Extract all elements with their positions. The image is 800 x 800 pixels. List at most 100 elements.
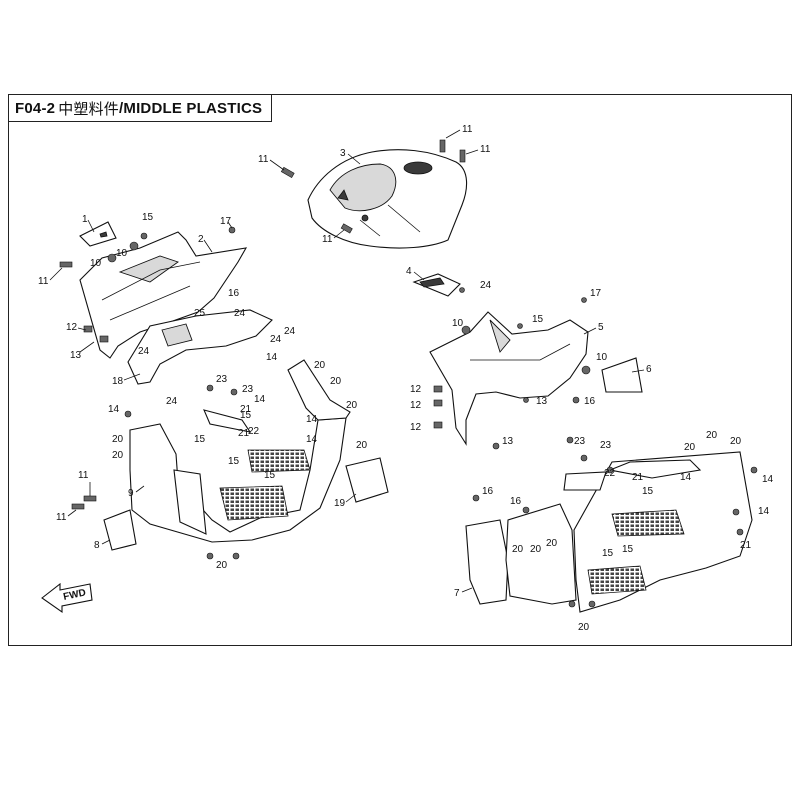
callout-20-a: 20 (314, 360, 326, 371)
callout-14-e: 14 (306, 434, 318, 445)
callout-20-i: 20 (706, 430, 718, 441)
callout-12-left: 12 (66, 322, 78, 333)
fwd-label: FWD (62, 587, 87, 602)
callout-15-b: 15 (532, 314, 544, 325)
callout-19: 19 (334, 498, 346, 509)
callout-23-a: 23 (216, 374, 228, 385)
callout-4: 4 (406, 266, 412, 277)
callout-20-m: 20 (546, 538, 558, 549)
callout-11-g: 11 (56, 512, 67, 523)
callout-18: 18 (112, 376, 124, 387)
part-10-grommet-left-2 (129, 241, 139, 251)
callout-12-r2: 12 (410, 400, 422, 411)
callout-14-h: 14 (758, 506, 770, 517)
part-8-plate (103, 509, 137, 551)
part-10-grommet-right (581, 365, 591, 375)
callout-15-c: 15 (194, 434, 206, 445)
part-1-badge (79, 221, 117, 247)
callout-7: 7 (454, 588, 460, 599)
part-18-bracket (127, 309, 273, 385)
callout-10-mid: 10 (452, 318, 464, 329)
callout-20-e: 20 (112, 434, 124, 445)
callout-20-d: 20 (356, 440, 368, 451)
part-6-reflector (601, 357, 643, 393)
title-code: F04-2 (15, 99, 56, 117)
callout-14-c: 14 (254, 394, 266, 405)
callout-21-b: 21 (238, 428, 250, 439)
callout-24-f: 24 (480, 280, 492, 291)
callout-11-d: 11 (480, 144, 491, 155)
callout-20-f: 20 (112, 450, 124, 461)
callout-15-g: 15 (642, 486, 654, 497)
callout-15-f: 15 (264, 470, 276, 481)
callout-15-i: 15 (622, 544, 634, 555)
callout-17-a: 17 (220, 216, 232, 227)
callout-17-b: 17 (590, 288, 602, 299)
callout-25: 25 (194, 308, 206, 319)
callout-11-b: 11 (322, 234, 333, 245)
callout-13-r2: 13 (502, 436, 514, 447)
callout-3: 3 (340, 148, 346, 159)
callout-24-b: 24 (284, 326, 296, 337)
callout-14-d: 14 (306, 414, 318, 425)
callout-9: 9 (128, 488, 134, 499)
callout-20-b: 20 (330, 376, 342, 387)
callout-21-a: 21 (240, 404, 252, 415)
callout-14-f: 14 (680, 472, 692, 483)
callout-21-d: 21 (740, 540, 752, 551)
callout-22-a: 22 (248, 426, 260, 437)
callout-16-b: 16 (584, 396, 596, 407)
callout-20-h: 20 (684, 442, 696, 453)
callout-14-b: 14 (266, 352, 278, 363)
callout-20-k: 20 (512, 544, 524, 555)
callout-6: 6 (646, 364, 652, 375)
callout-15-d: 15 (240, 410, 252, 421)
part-4-clip (412, 273, 461, 297)
callout-10-left-b: 10 (116, 248, 128, 259)
callout-10-left: 10 (90, 258, 102, 269)
part-9-left-footwell (129, 359, 351, 543)
callout-11-e: 11 (38, 276, 49, 287)
part-19-label (345, 457, 389, 503)
callout-16-c: 16 (482, 486, 494, 497)
callout-8: 8 (94, 540, 100, 551)
callout-21-c: 21 (632, 472, 644, 483)
part-2-left-side-panel (79, 231, 248, 359)
callout-11-f: 11 (78, 470, 89, 481)
callout-15-e: 15 (228, 456, 240, 467)
part-10-grommet-left (107, 253, 117, 263)
callout-5: 5 (598, 322, 604, 333)
callout-11-c: 11 (462, 124, 473, 135)
part-3-tank-cover (307, 149, 468, 249)
callout-15-a: 15 (142, 212, 154, 223)
callout-10-right: 10 (596, 352, 608, 363)
callout-12-r1: 12 (410, 384, 422, 395)
callout-20-n: 20 (578, 622, 590, 633)
callout-20-c: 20 (346, 400, 358, 411)
callout-11-a: 11 (258, 154, 269, 165)
callout-22-b: 22 (604, 468, 616, 479)
callout-24-d: 24 (138, 346, 150, 357)
callout-13-left: 13 (70, 350, 82, 361)
fwd-arrow: FWD (41, 582, 93, 614)
callout-23-c: 23 (574, 436, 586, 447)
callout-23-b: 23 (242, 384, 254, 395)
part-5-right-side-panel (429, 311, 589, 446)
callout-15-h: 15 (602, 548, 614, 559)
callout-23-d: 23 (600, 440, 612, 451)
title-chinese: 中塑料件 (58, 99, 119, 118)
callout-20-g: 20 (216, 560, 228, 571)
callout-20-j: 20 (730, 436, 742, 447)
diagram-title: F04-2 中塑料件 /MIDDLE PLASTICS (8, 94, 272, 122)
fasteners (59, 139, 758, 608)
callout-24-e: 24 (166, 396, 178, 407)
callout-1: 1 (82, 214, 88, 225)
callout-24-a: 24 (234, 308, 246, 319)
callout-12-r3: 12 (410, 422, 422, 433)
callout-16-d: 16 (510, 496, 522, 507)
title-english: /MIDDLE PLASTICS (119, 99, 263, 117)
part-7-right-footwell (465, 451, 753, 613)
callout-14-a: 14 (108, 404, 120, 415)
callout-20-l: 20 (530, 544, 542, 555)
